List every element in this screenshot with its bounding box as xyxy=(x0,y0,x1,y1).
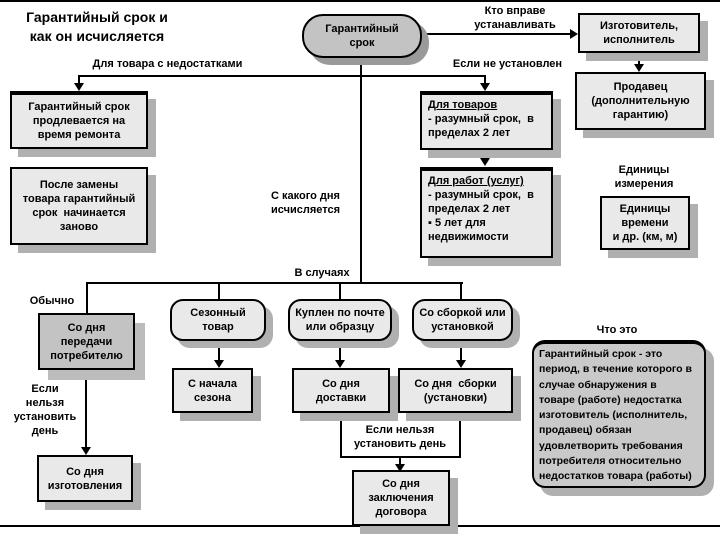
label-if-cannot-day-left: Если нельзя установить день xyxy=(13,383,77,437)
node-season-start: С начала сезона xyxy=(172,368,253,413)
connector-cases-drop-usually xyxy=(86,282,88,313)
connector-assembly-down xyxy=(460,341,462,361)
connector-maker-to-seller xyxy=(638,53,640,66)
connector-cases-drop-mail xyxy=(339,282,341,299)
node-for-works-header: Для работ (услуг) xyxy=(428,175,524,187)
arrow-down-icon xyxy=(480,158,490,166)
connector-cases-drop-assembly xyxy=(460,282,462,299)
node-contract-day: Со дня заключения договора xyxy=(352,470,450,526)
node-for-goods-body: - разумный срок, в пределах 2 лет xyxy=(428,113,534,139)
arrow-down-icon xyxy=(335,360,345,368)
label-in-cases: В случаях xyxy=(294,267,350,279)
node-for-works: Для работ (услуг) - разумный срок, в пре… xyxy=(420,167,553,258)
diagram-title: Гарантийный срок и как он исчисляется xyxy=(26,9,168,44)
node-delivery-day: Со дня доставки xyxy=(292,368,390,413)
bottom-rule xyxy=(0,525,720,527)
label-who-sets: Кто вправе устанавливать xyxy=(474,5,556,31)
connector-goods-to-works xyxy=(484,150,486,160)
label-from-day: С какого дня исчисляется xyxy=(270,190,341,216)
arrow-down-icon xyxy=(74,83,84,91)
arrow-down-icon xyxy=(214,360,224,368)
node-assembly-day: Со дня сборки (установки) xyxy=(398,368,513,413)
connector-branch1 xyxy=(78,75,486,77)
label-if-not-set: Если не установлен xyxy=(452,58,563,70)
arrow-down-icon xyxy=(81,447,91,455)
label-what-is: Что это xyxy=(596,324,638,336)
connector-mail-down xyxy=(339,341,341,361)
connector-branch1-right-drop xyxy=(484,75,486,85)
node-seasonal-goods: Сезонный товар xyxy=(170,299,266,341)
arrow-down-icon xyxy=(456,360,466,368)
node-for-goods: Для товаров - разумный срок, в пределах … xyxy=(420,91,553,150)
node-seller: Продавец (дополнительную гарантию) xyxy=(575,72,706,130)
arrow-right-icon xyxy=(570,29,578,39)
connector-merge-drop xyxy=(399,456,401,465)
connector-branch1-left-drop xyxy=(78,75,80,85)
label-units-header: Единицы измерения xyxy=(614,164,674,190)
node-with-assembly: Со сборкой или установкой xyxy=(412,299,513,341)
top-rule xyxy=(0,0,720,2)
arrow-down-icon xyxy=(634,64,644,72)
node-extend-during-repair: Гарантийный срок продлевается на время р… xyxy=(10,91,148,149)
node-for-works-body: - разумный срок, в пределах 2 лет ▪ 5 ле… xyxy=(428,189,534,243)
node-warranty-root: Гарантийный срок xyxy=(302,14,422,58)
connector-seasonal-down xyxy=(218,341,220,361)
node-restart-after-replace: После замены товара гарантийный срок нач… xyxy=(10,167,148,245)
node-units: Единицы времени и др. (км, м) xyxy=(600,196,690,250)
label-for-defective: Для товара с недостатками xyxy=(92,58,243,70)
node-manufacture-day: Со дня изготовления xyxy=(37,455,133,502)
label-usually: Обычно xyxy=(29,295,75,307)
node-for-goods-header: Для товаров xyxy=(428,99,498,111)
connector-delivery-down xyxy=(340,413,342,458)
node-mail-order: Куплен по почте или образцу xyxy=(288,299,392,341)
node-definition: Гарантийный срок - это период, в течение… xyxy=(532,340,706,488)
connector-root-to-maker xyxy=(423,33,572,35)
connector-assemblyday-down xyxy=(459,413,461,458)
connector-transfer-down xyxy=(85,370,87,448)
node-maker: Изготовитель, исполнитель xyxy=(578,13,700,53)
node-transfer-to-consumer: Со дня передачи потребителю xyxy=(38,313,135,370)
arrow-down-icon xyxy=(395,464,405,472)
connector-cases-drop-seasonal xyxy=(218,282,220,299)
label-if-cannot-day-bottom: Если нельзя установить день xyxy=(353,424,447,450)
connector-root-vertical xyxy=(360,56,362,284)
arrow-down-icon xyxy=(480,83,490,91)
connector-cases xyxy=(86,282,463,284)
